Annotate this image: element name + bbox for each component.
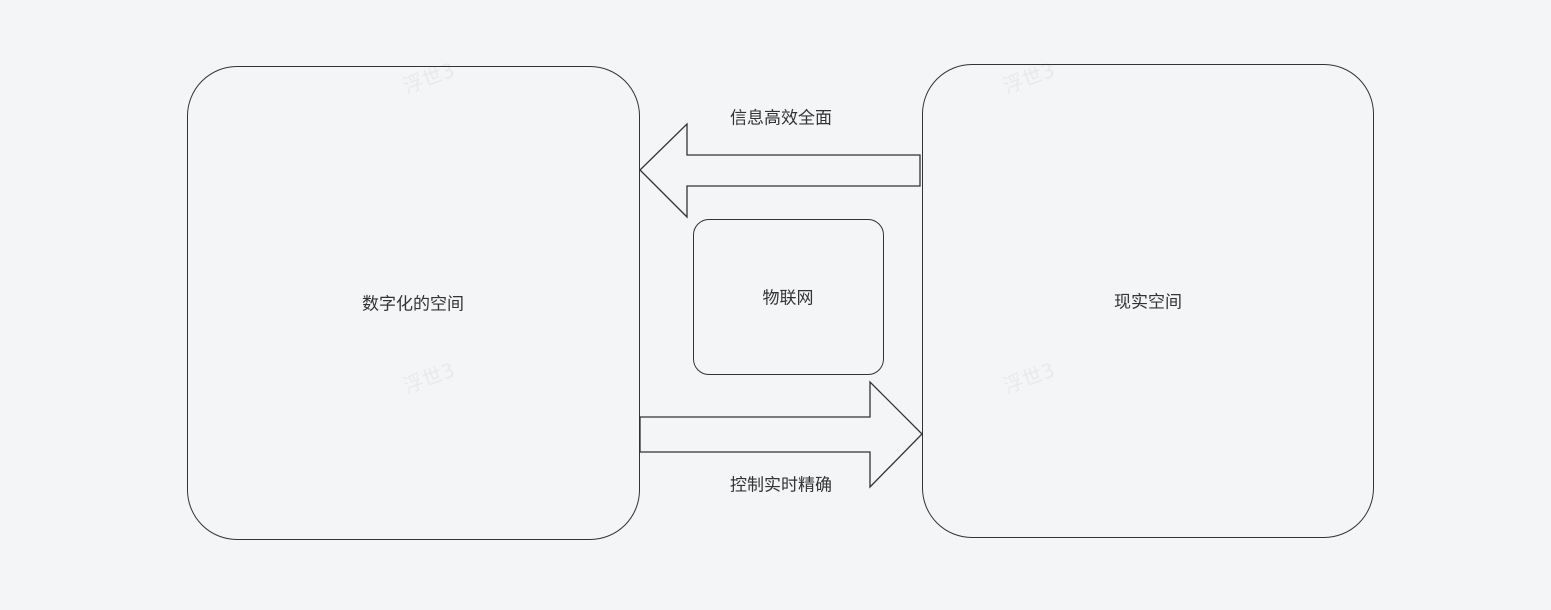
iot-box [693,219,884,375]
real-space-box [922,64,1374,538]
digital-space-box [187,66,640,540]
control-flow-arrow [639,380,923,489]
info-flow-arrow [639,122,921,219]
real-space-label: 现实空间 [1114,292,1182,313]
iot-label: 物联网 [762,288,814,309]
digital-space-label: 数字化的空间 [362,294,464,315]
control-flow-label: 控制实时精确 [730,475,832,496]
info-flow-label: 信息高效全面 [730,108,832,129]
